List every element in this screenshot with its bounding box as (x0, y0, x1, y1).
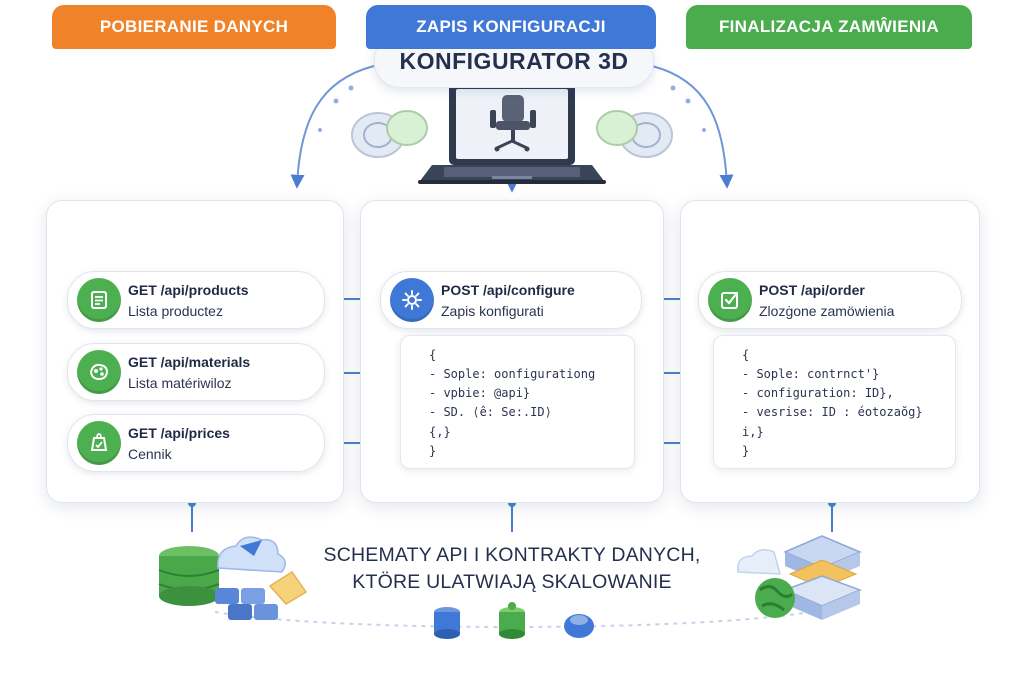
panel-header-data-fetch: POBIERANIE DANYCH (52, 5, 336, 49)
chair-icon (490, 95, 536, 152)
code-line: - Sople: oonfigurationg (429, 367, 596, 381)
endpoint-method: GET /api/prices (128, 425, 230, 441)
material-swatch-icon (77, 350, 121, 394)
code-line: - vesrise: ID : éotozaŏg} (742, 405, 923, 419)
code-line: - Sople: contrnct'} (742, 367, 880, 381)
code-line: { (429, 348, 437, 362)
footer-caption-line-1: SCHEMATY API I KONTRAKTY DANYCH, (323, 544, 701, 566)
code-snippet-configure: { - Sople: oonfigurationg - vpbie: @api}… (400, 335, 635, 469)
globe-icon-right (755, 578, 795, 618)
database-blue-1 (434, 607, 460, 639)
code-line: } (429, 444, 437, 458)
checklist-icon (708, 278, 752, 322)
disc-ornament-right (596, 110, 673, 158)
code-line: } (742, 444, 750, 458)
endpoint-get-products: GET /api/products Lista productez (67, 271, 325, 329)
endpoint-description: Lista matériwiloz (128, 375, 232, 391)
endpoint-method: POST /api/order (759, 282, 865, 298)
endpoint-method: GET /api/products (128, 282, 249, 298)
price-tag-icon (77, 421, 121, 465)
code-line: - configuration: ID}, (742, 386, 894, 400)
database-blue-2 (564, 614, 594, 638)
endpoint-description: Cennik (128, 446, 172, 462)
footer-caption-line-2: KTÖRE ULATWIAJĄ SKALOWANIE (352, 571, 672, 593)
decor-dots (318, 85, 706, 132)
laptop-illustration (418, 83, 606, 184)
endpoint-get-prices: GET /api/prices Cennik (67, 414, 325, 472)
panel-header-config-save: ZAPIS KONFIGURACJI (366, 5, 656, 49)
endpoint-post-order: POST /api/order Zlozġone zamöwienia (698, 271, 962, 329)
disc-ornament-left (351, 110, 428, 158)
panel-header-order-finalize: FINALIZACJA ZAMŴIENIA (686, 5, 972, 49)
code-line: - SD. ⟨ê: Se:.ID⟩ (429, 405, 552, 419)
endpoint-get-materials: GET /api/materials Lista matériwiloz (67, 343, 325, 401)
storage-boxes-left (215, 588, 278, 620)
endpoint-method: POST /api/configure (441, 282, 575, 298)
endpoint-description: Zapis konfigurati (441, 303, 544, 319)
code-line: - vpbie: @api} (429, 386, 531, 400)
endpoint-method: GET /api/materials (128, 354, 251, 370)
database-stack-left (158, 546, 220, 606)
cloud-icon-right (737, 549, 781, 575)
gear-icon (390, 278, 434, 322)
dashed-flow (214, 611, 811, 628)
endpoint-description: Lista productez (128, 303, 223, 319)
code-line: i,} (742, 425, 764, 439)
code-line: { (742, 348, 750, 362)
endpoint-post-configure: POST /api/configure Zapis konfigurati (380, 271, 642, 329)
code-line: {,} (429, 425, 451, 439)
endpoint-description: Zlozġone zamöwienia (759, 303, 895, 319)
database-green (499, 602, 525, 639)
bottom-connectors (191, 503, 833, 532)
cloud-icon-left (217, 536, 286, 573)
code-snippet-order: { - Sople: contrnct'} - configuration: I… (713, 335, 956, 469)
folder-icon-left (268, 570, 308, 605)
document-list-icon (77, 278, 121, 322)
